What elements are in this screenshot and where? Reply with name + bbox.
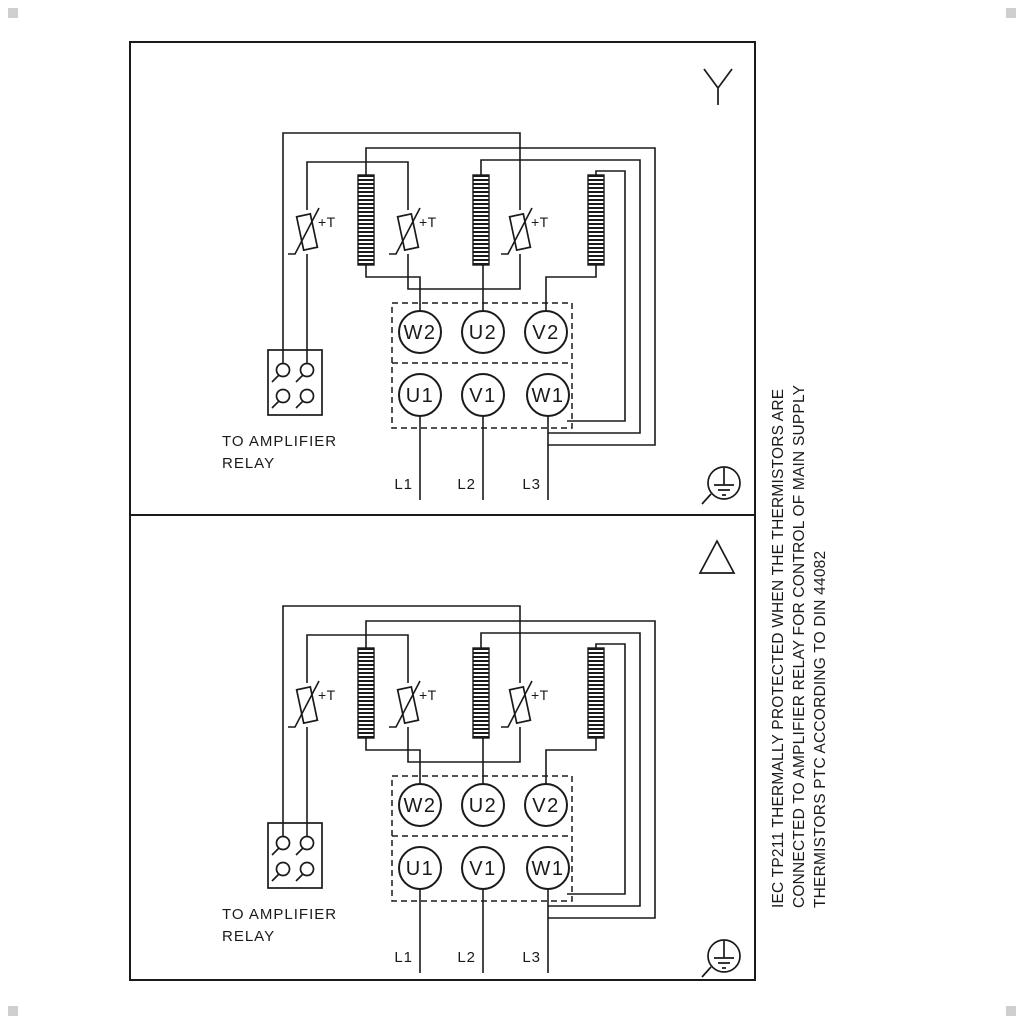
thermistor: +T (501, 680, 549, 728)
wire (365, 265, 421, 311)
svg-text:W1: W1 (532, 385, 565, 407)
wire (306, 634, 409, 683)
thermistor: +T (501, 207, 549, 255)
terminal-u2: U2 (461, 310, 505, 354)
side-note-line1: IEC TP211 THERMALLY PROTECTED WHEN THE T… (770, 388, 787, 908)
terminal-u2: U2 (461, 783, 505, 827)
supply-label-l3: L3 (522, 949, 541, 966)
motor-winding (587, 647, 605, 739)
terminal-v2: V2 (524, 310, 568, 354)
svg-text:V1: V1 (469, 858, 496, 880)
svg-text:V2: V2 (532, 795, 559, 817)
motor-winding (357, 647, 375, 739)
wire (480, 159, 641, 434)
terminal-block: W2 U2 V2 U1 V1 W1 (391, 302, 573, 429)
corner-mark (8, 1006, 18, 1016)
corner-mark (8, 8, 18, 18)
thermistor-label: +T (419, 214, 437, 230)
corner-mark (1006, 8, 1016, 18)
wire (545, 738, 597, 784)
wire (567, 643, 626, 895)
wire (545, 265, 597, 311)
wire (365, 147, 656, 446)
delta-panel: +T +T +T TO AMPLIFIER RELAY W2 U2 V2 (222, 539, 741, 978)
motor-winding (472, 174, 490, 266)
terminal-w2: W2 (398, 310, 442, 354)
star-panel: +T +T +T TO AMPLIFIER RELAY W2 U2 V2 (222, 68, 741, 505)
wire (306, 161, 409, 210)
thermistor: +T (389, 680, 437, 728)
relay-caption-line2: RELAY (222, 928, 275, 945)
side-note-line2: CONNECTED TO AMPLIFIER RELAY FOR CONTROL… (791, 384, 808, 908)
amplifier-relay-connector (267, 822, 323, 889)
supply-label-l3: L3 (522, 476, 541, 493)
terminal-block: W2 U2 V2 U1 V1 W1 (391, 775, 573, 902)
thermistor-label: +T (531, 687, 549, 703)
diagram-frame (129, 41, 756, 981)
relay-caption-line1: TO AMPLIFIER (222, 433, 337, 450)
star-icon (703, 68, 733, 105)
terminal-w2: W2 (398, 783, 442, 827)
svg-text:W2: W2 (404, 322, 437, 344)
corner-mark (1006, 1006, 1016, 1016)
terminal-v2: V2 (524, 783, 568, 827)
ground-icon (701, 466, 741, 505)
wires (282, 605, 656, 973)
side-note: IEC TP211 THERMALLY PROTECTED WHEN THE T… (768, 385, 831, 908)
svg-text:V1: V1 (469, 385, 496, 407)
terminal-u1: U1 (398, 846, 442, 890)
wire (365, 738, 421, 784)
thermistor: +T (288, 207, 336, 255)
svg-text:U1: U1 (406, 385, 435, 407)
thermistor-label: +T (318, 687, 336, 703)
ground-icon (701, 939, 741, 978)
amplifier-relay-connector (267, 349, 323, 416)
supply-label-l2: L2 (457, 476, 476, 493)
relay-caption-line1: TO AMPLIFIER (222, 906, 337, 923)
svg-text:U2: U2 (469, 795, 498, 817)
svg-text:U1: U1 (406, 858, 435, 880)
thermistor-label: +T (419, 687, 437, 703)
terminal-v1: V1 (461, 373, 505, 417)
svg-text:U2: U2 (469, 322, 498, 344)
supply-label-l2: L2 (457, 949, 476, 966)
supply-label-l1: L1 (394, 949, 413, 966)
supply-label-l1: L1 (394, 476, 413, 493)
wire (282, 605, 521, 836)
wire (365, 620, 656, 919)
wire (282, 132, 521, 363)
motor-winding (357, 174, 375, 266)
terminal-w1: W1 (526, 373, 570, 417)
terminal-u1: U1 (398, 373, 442, 417)
thermistor-label: +T (531, 214, 549, 230)
wires (282, 132, 656, 500)
svg-text:W2: W2 (404, 795, 437, 817)
terminal-w1: W1 (526, 846, 570, 890)
thermistor: +T (288, 680, 336, 728)
wire (567, 170, 626, 422)
side-note-line3: THERMISTORS PTC ACCORDING TO DIN 44082 (812, 550, 829, 908)
relay-caption-line2: RELAY (222, 455, 275, 472)
wire (480, 632, 641, 907)
motor-winding (472, 647, 490, 739)
delta-icon (698, 539, 736, 574)
thermistor: +T (389, 207, 437, 255)
thermistor-label: +T (318, 214, 336, 230)
wire (407, 254, 521, 290)
wire (407, 727, 521, 763)
svg-text:W1: W1 (532, 858, 565, 880)
terminal-v1: V1 (461, 846, 505, 890)
svg-text:V2: V2 (532, 322, 559, 344)
motor-winding (587, 174, 605, 266)
